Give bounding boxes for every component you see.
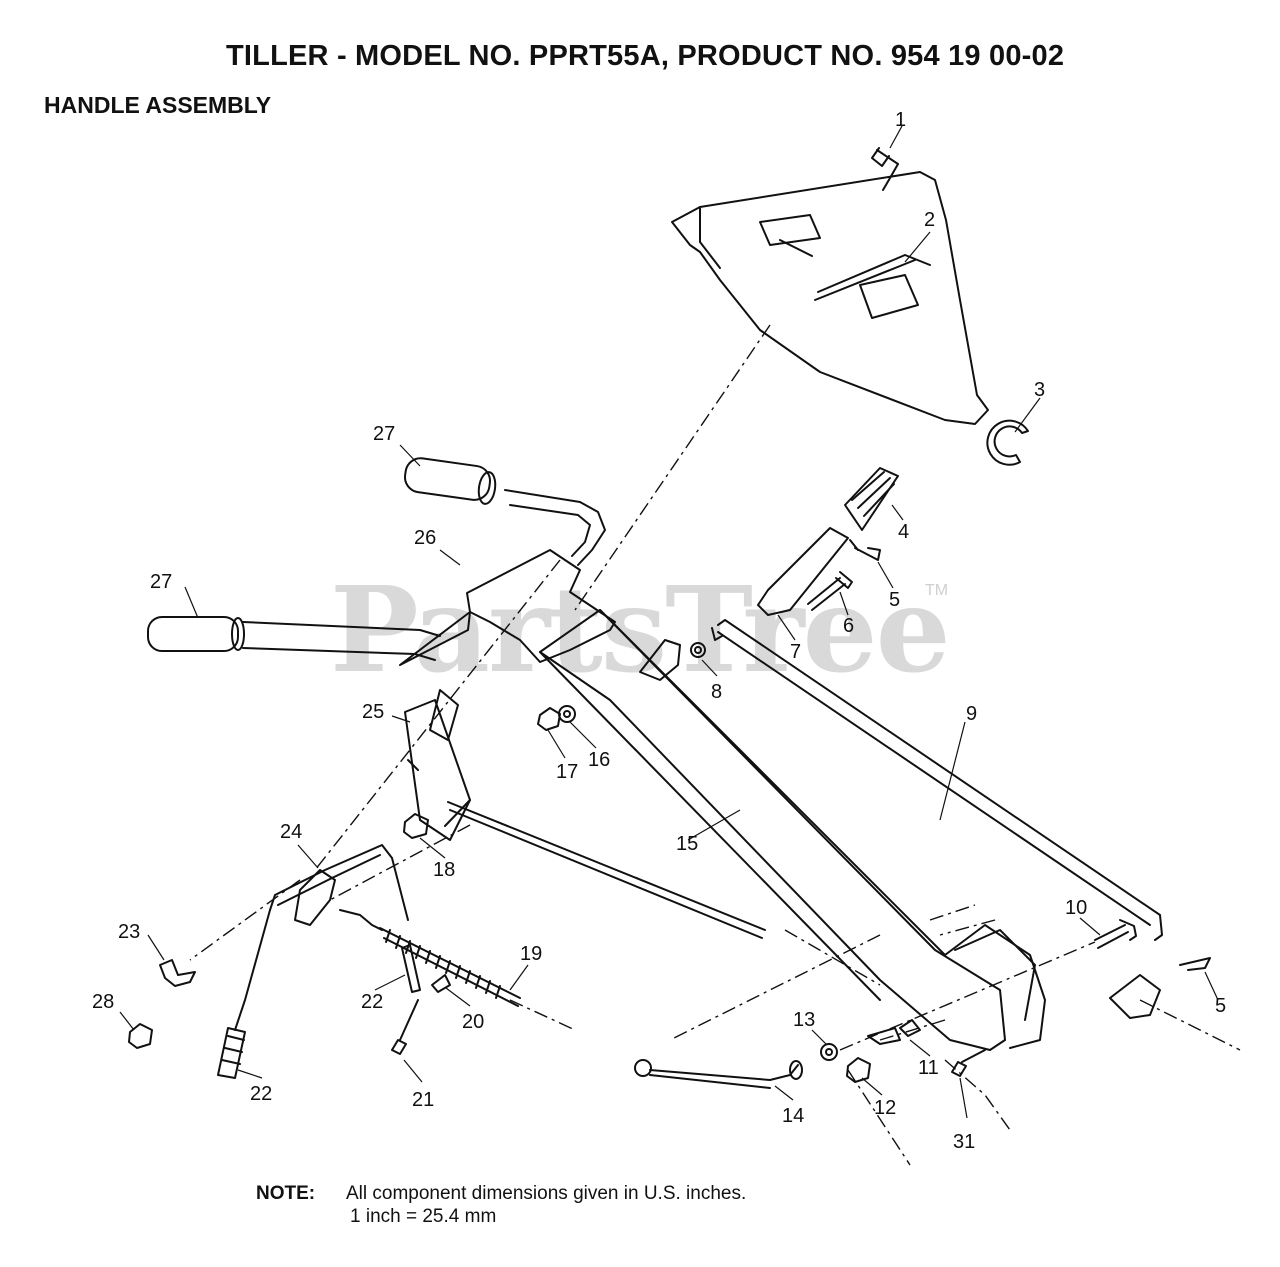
partstree-watermark: PartsTree (330, 560, 951, 699)
callout-22-lower: 22 (250, 1083, 272, 1105)
trademark-mark: TM (925, 582, 949, 599)
callout-19: 19 (520, 943, 542, 965)
callout-27-upper: 27 (373, 423, 395, 445)
note-label: NOTE: (256, 1183, 316, 1204)
callout-leaders (119, 125, 1219, 1119)
callout-27-lower: 27 (150, 571, 172, 593)
callout-28: 28 (92, 991, 114, 1013)
part-clip-23 (159, 959, 196, 987)
part-handle-tube (539, 609, 1046, 1051)
part-nut-18 (403, 813, 429, 839)
callout-2: 2 (924, 209, 935, 231)
callout-9: 9 (966, 703, 977, 725)
callout-25: 25 (362, 701, 384, 723)
assembly-lines (189, 324, 1241, 1166)
callout-31: 31 (953, 1131, 975, 1153)
callout-4: 4 (898, 521, 909, 543)
part-handle-bar-lower (147, 616, 441, 661)
callout-22-upper: 22 (361, 991, 383, 1013)
part-clutch-lever (757, 467, 899, 616)
callout-1: 1 (895, 109, 906, 131)
part-control-bracket (404, 689, 471, 841)
part-washer-nut (537, 705, 576, 731)
callout-21: 21 (412, 1089, 434, 1111)
callout-18: 18 (433, 859, 455, 881)
part-bail-wire (234, 844, 409, 1031)
callout-16: 16 (588, 749, 610, 771)
assembly-subtitle: HANDLE ASSEMBLY (44, 92, 272, 118)
callout-11: 11 (918, 1057, 939, 1079)
part-control-cable (447, 801, 766, 939)
part-cable-clip (431, 974, 451, 993)
part-nut-12 (846, 1057, 871, 1083)
part-spacer (639, 639, 706, 681)
part-handle-bracket (399, 549, 616, 666)
part-shift-rod (711, 619, 1163, 941)
part-grip-22-lower (217, 1027, 246, 1079)
callout-23: 23 (118, 921, 140, 943)
callout-20: 20 (462, 1011, 484, 1033)
part-retaining-ring (986, 419, 1029, 466)
part-washer-13 (820, 1043, 838, 1061)
part-hairpin-clip-upper (849, 539, 881, 561)
part-console-cover (671, 171, 989, 425)
callout-26: 26 (414, 527, 436, 549)
part-nut-28 (128, 1023, 153, 1049)
callout-10: 10 (1065, 897, 1087, 919)
part-bolt-6 (807, 571, 853, 611)
callout-3: 3 (1034, 379, 1045, 401)
callout-6: 6 (843, 615, 854, 637)
part-bolt-10 (1094, 919, 1137, 949)
part-hairpin-clip-lower (1109, 957, 1211, 1019)
dimension-note: NOTE: All component dimensions given in U… (256, 1182, 746, 1228)
diagram-title: TILLER - MODEL NO. PPRT55A, PRODUCT NO. … (226, 40, 1065, 72)
callout-17: 17 (556, 761, 578, 783)
part-spring (339, 909, 521, 1007)
callout-5-upper: 5 (889, 589, 900, 611)
note-line-2: 1 inch = 25.4 mm (350, 1206, 497, 1227)
callout-8: 8 (711, 681, 722, 703)
callout-numbers: 1 2 3 4 5 6 7 8 9 10 11 12 13 14 15 16 1… (92, 109, 1226, 1153)
callout-5-lower: 5 (1215, 995, 1226, 1017)
part-screw-31 (951, 1049, 986, 1077)
part-screw-21 (391, 999, 419, 1055)
note-line-1: All component dimensions given in U.S. i… (346, 1183, 747, 1204)
part-depth-lever (634, 1059, 803, 1089)
part-screw-1 (871, 147, 899, 191)
callout-15: 15 (676, 833, 698, 855)
callout-12: 12 (874, 1097, 896, 1119)
part-knob-11 (867, 1019, 921, 1045)
part-handle-bar-upper (403, 457, 606, 566)
callout-24: 24 (280, 821, 302, 843)
callout-14: 14 (782, 1105, 804, 1127)
callout-13: 13 (793, 1009, 815, 1031)
callout-7: 7 (790, 641, 801, 663)
